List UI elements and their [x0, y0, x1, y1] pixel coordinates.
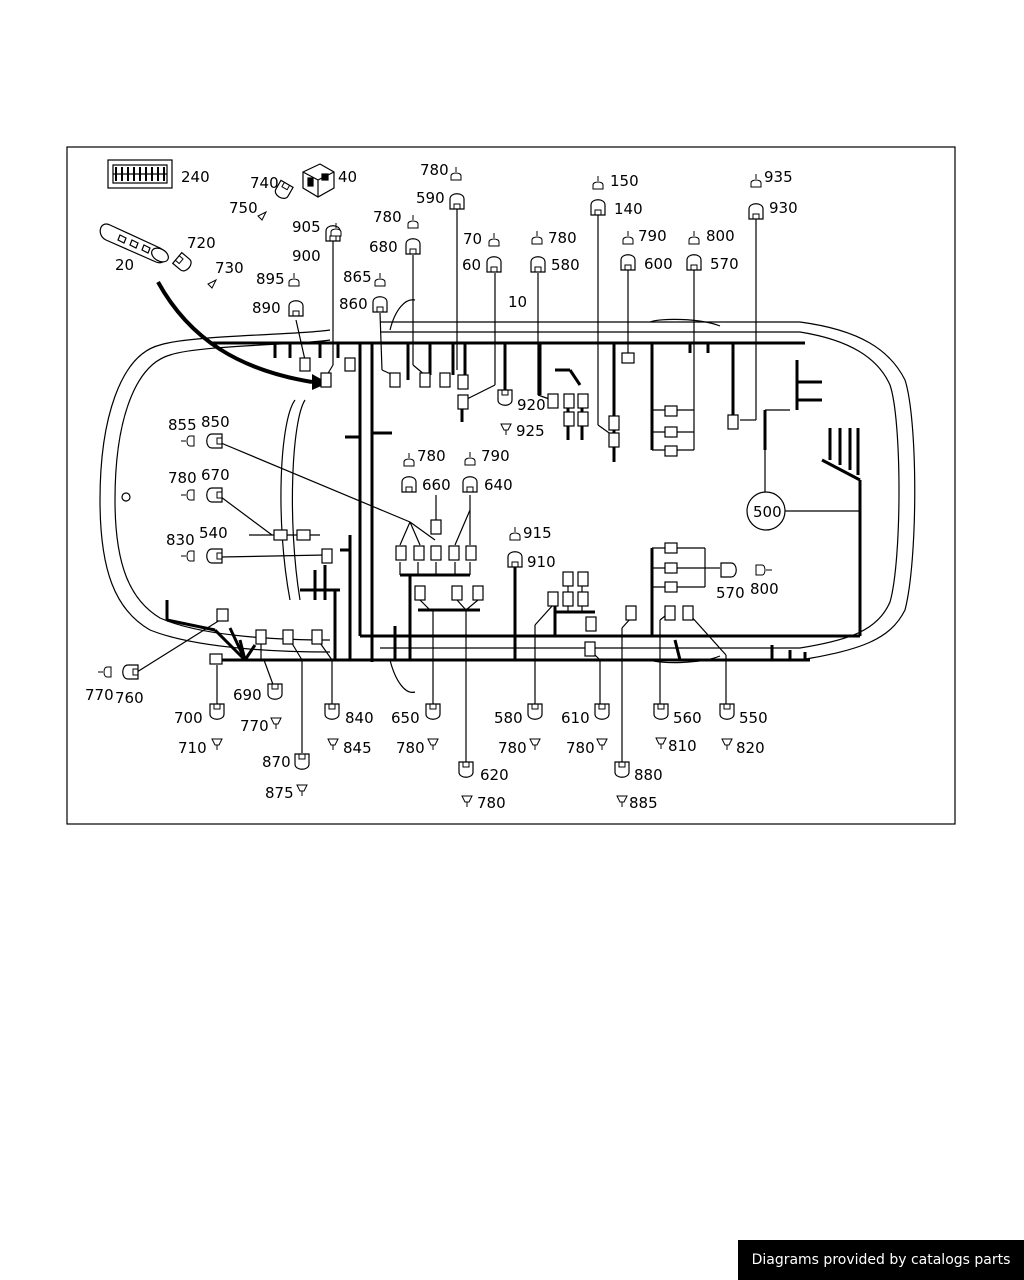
label-580: 580 — [551, 256, 580, 274]
label-500: 500 — [753, 503, 782, 521]
relay-40 — [302, 163, 335, 198]
cable-routing-arrow — [156, 281, 328, 390]
credit-banner: Diagrams provided by catalogs parts — [738, 1240, 1024, 1280]
junction-500 — [746, 491, 786, 531]
label-240: 240 — [181, 168, 210, 186]
pin-symbols — [97, 166, 772, 808]
label-620: 620 — [480, 766, 509, 784]
label-780: 780 — [477, 794, 506, 812]
label-930: 930 — [769, 199, 798, 217]
label-935: 935 — [764, 168, 793, 186]
label-790: 790 — [481, 447, 510, 465]
label-700: 700 — [174, 709, 203, 727]
label-915: 915 — [523, 524, 552, 542]
label-780: 780 — [566, 739, 595, 757]
label-820: 820 — [736, 739, 765, 757]
connector-blocks — [209, 352, 739, 665]
label-720: 720 — [187, 234, 216, 252]
label-670: 670 — [201, 466, 230, 484]
label-770: 770 — [240, 717, 269, 735]
label-570: 570 — [710, 255, 739, 273]
label-860: 860 — [339, 295, 368, 313]
label-680: 680 — [369, 238, 398, 256]
label-10: 10 — [508, 293, 527, 311]
label-610: 610 — [561, 709, 590, 727]
label-640: 640 — [484, 476, 513, 494]
label-650: 650 — [391, 709, 420, 727]
label-920: 920 — [517, 396, 546, 414]
label-900: 900 — [292, 247, 321, 265]
label-880: 880 — [634, 766, 663, 784]
label-910: 910 — [527, 553, 556, 571]
label-540: 540 — [199, 524, 228, 542]
label-905: 905 — [292, 218, 321, 236]
label-780: 780 — [420, 161, 449, 179]
label-550: 550 — [739, 709, 768, 727]
label-740: 740 — [250, 174, 279, 192]
label-570: 570 — [716, 584, 745, 602]
label-830: 830 — [166, 531, 195, 549]
main-connector-20 — [99, 223, 169, 264]
label-925: 925 — [516, 422, 545, 440]
label-840: 840 — [345, 709, 374, 727]
label-760: 760 — [115, 689, 144, 707]
label-70: 70 — [463, 230, 482, 248]
label-150: 150 — [610, 172, 639, 190]
label-590: 590 — [416, 189, 445, 207]
label-780: 780 — [417, 447, 446, 465]
label-790: 790 — [638, 227, 667, 245]
label-885: 885 — [629, 794, 658, 812]
label-560: 560 — [673, 709, 702, 727]
label-60: 60 — [462, 256, 481, 274]
label-810: 810 — [668, 737, 697, 755]
label-710: 710 — [178, 739, 207, 757]
label-600: 600 — [644, 255, 673, 273]
label-800: 800 — [706, 227, 735, 245]
label-690: 690 — [233, 686, 262, 704]
label-780: 780 — [168, 469, 197, 487]
label-20: 20 — [115, 256, 134, 274]
label-780: 780 — [396, 739, 425, 757]
diagram-frame — [66, 146, 956, 825]
label-780: 780 — [548, 229, 577, 247]
label-40: 40 — [338, 168, 357, 186]
label-780: 780 — [498, 739, 527, 757]
label-895: 895 — [256, 270, 285, 288]
label-730: 730 — [215, 259, 244, 277]
credit-text: Diagrams provided by catalogs parts — [751, 1252, 1011, 1268]
label-855: 855 — [168, 416, 197, 434]
label-780: 780 — [373, 208, 402, 226]
label-845: 845 — [343, 739, 372, 757]
fuse-box-240 — [107, 159, 173, 189]
label-875: 875 — [265, 784, 294, 802]
part-number-labels: 240 40 740 750 20 720 730 780 590 905 90… — [85, 161, 798, 812]
label-660: 660 — [422, 476, 451, 494]
label-750: 750 — [229, 199, 258, 217]
label-890: 890 — [252, 299, 281, 317]
label-770: 770 — [85, 686, 114, 704]
label-870: 870 — [262, 753, 291, 771]
label-140: 140 — [614, 200, 643, 218]
harness-wiring — [165, 341, 862, 662]
label-850: 850 — [201, 413, 230, 431]
label-580: 580 — [494, 709, 523, 727]
label-865: 865 — [343, 268, 372, 286]
label-800: 800 — [750, 580, 779, 598]
